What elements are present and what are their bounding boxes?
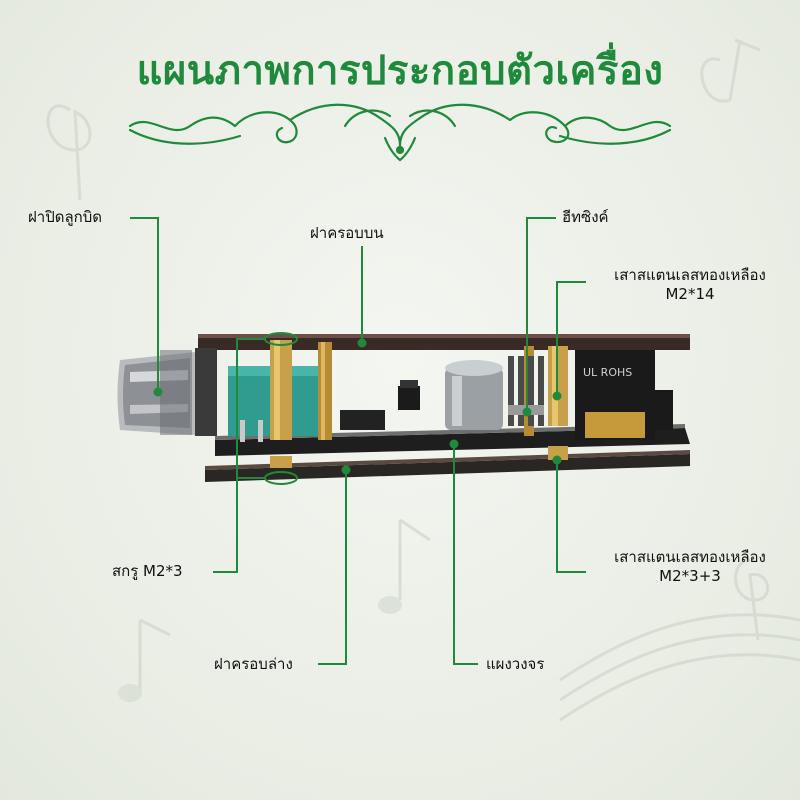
leader-standoff-top [556,281,586,396]
relay-marking: UL ROHS [583,366,632,379]
leader-heatsink [526,217,556,412]
brass-standoff-left [270,340,292,440]
background-music-notes [46,38,800,722]
device-assembly: UL ROHS [117,334,690,482]
label-circuit-board: แผงวงจร [486,655,545,673]
label-standoff-bottom-line1: เสาสแตนเลสทองเหลือง [614,548,766,566]
leader-standoff-bottom [556,460,586,573]
label-standoff-top-line2: M2*14 [665,285,715,303]
bottom-cover-plate [205,454,690,482]
label-screw: สกรู M2*3 [112,562,183,580]
title-ornament [128,103,672,162]
ic-chip [340,410,385,430]
label-standoff-bottom: เสาสแตนเลสทองเหลือง M2*3+3 [590,548,790,586]
leader-screw [213,338,265,573]
leader-knob-cap [130,217,159,392]
leader-circuit-board [453,444,478,665]
page-title: แผนภาพการประกอบตัวเครื่อง [136,48,664,94]
label-top-cover: ฝาครอบบน [310,224,384,242]
label-standoff-top-line1: เสาสแตนเลสทองเหลือง [614,266,766,284]
label-standoff-bottom-line2: M2*3+3 [659,567,721,585]
label-heatsink: ฮีทซิงค์ [562,208,609,226]
leader-bottom-cover [318,470,347,665]
leader-lines [130,217,586,665]
label-bottom-cover: ฝาครอบล่าง [214,655,293,673]
label-standoff-top: เสาสแตนเลสทองเหลือง M2*14 [590,266,790,304]
label-knob-cap: ฝาปิดลูกบิด [28,208,103,226]
